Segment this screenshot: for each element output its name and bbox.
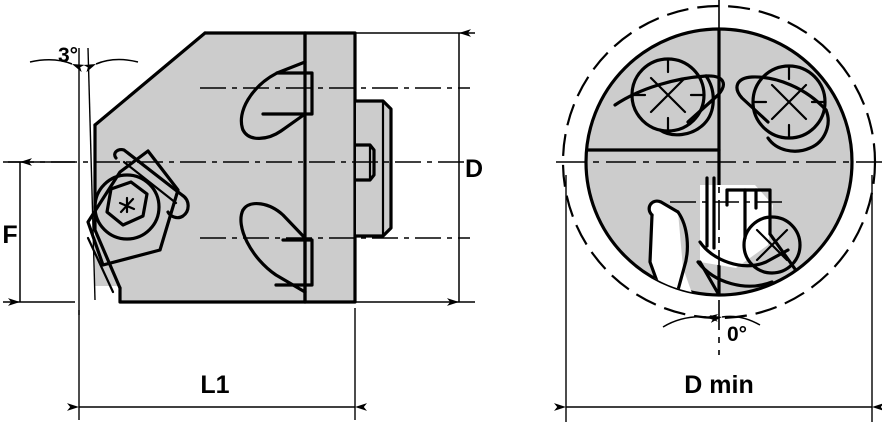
front-view-clipped-features (586, 29, 830, 295)
angle-3deg-label: 3° (58, 44, 78, 67)
angle-0deg-arc-left (662, 313, 719, 328)
front-view-lower-screw-cross (755, 228, 789, 262)
side-view-flank-offset (86, 236, 115, 294)
side-view-outline (93, 31, 357, 304)
side-view-lower-pocket-rect (274, 238, 314, 287)
angle-3deg-arc-left (29, 59, 85, 73)
front-view-group (556, 0, 882, 355)
front-view-right-bore-crosshair (751, 64, 827, 140)
angle-0deg-annotation: 0° (662, 313, 761, 346)
front-view-lower-screw (742, 215, 802, 275)
dimension-D-label: D (465, 155, 483, 183)
front-view-right-pocket-upper (735, 75, 828, 124)
front-view-clamp-rect-right (754, 188, 772, 236)
front-view-left-pocket-lower (658, 74, 715, 137)
insert-screw-outer-circle (93, 173, 161, 241)
dimension-D: D (352, 29, 483, 306)
side-view-insert-assembly (86, 147, 190, 267)
side-view-group (8, 31, 470, 316)
side-view-lower-hook-inner (241, 201, 307, 240)
insert-body (86, 149, 180, 267)
front-view-insert-hook-top (647, 199, 680, 217)
angle-3deg-arc-right (83, 58, 139, 73)
front-view-pocket-diag-1 (768, 232, 802, 278)
angle-0deg-label: 0° (727, 323, 747, 346)
front-view-clamp-top (725, 188, 758, 207)
front-view-pocket-diag-2 (698, 260, 721, 295)
side-view-lower-hook-outer (239, 208, 307, 294)
dimension-L1-label: L1 (200, 371, 229, 399)
insert-clamp-arm (113, 147, 190, 220)
front-view-right-pocket-lower (766, 108, 830, 153)
angle-0deg-arc-right (709, 315, 761, 326)
dimension-L1: L1 (67, 308, 367, 420)
front-view-left-bore-crosshair (630, 57, 706, 133)
dimension-F: F (2, 158, 75, 306)
front-view-clamp-lower-arc (698, 240, 790, 268)
side-view-bottom-notch (80, 286, 120, 316)
angle-3deg-annotation: 3° (29, 44, 139, 315)
side-view-shank-outline (354, 99, 393, 238)
dimension-F-label: F (2, 221, 17, 249)
insert-screw-torx-star (118, 196, 136, 214)
dimension-Dmin: D min (554, 175, 882, 422)
angle-3deg-slope-line (87, 47, 96, 301)
dimension-Dmin-label: D min (684, 371, 753, 399)
side-view-upper-hook-inner (241, 112, 307, 140)
side-view-upper-pocket-rect (261, 71, 314, 116)
insert-clamp-arm-inner (122, 160, 178, 205)
insert-screw-torx (105, 180, 149, 227)
side-view-body-fill (95, 33, 355, 302)
front-view-insert-right-curve (676, 210, 689, 292)
